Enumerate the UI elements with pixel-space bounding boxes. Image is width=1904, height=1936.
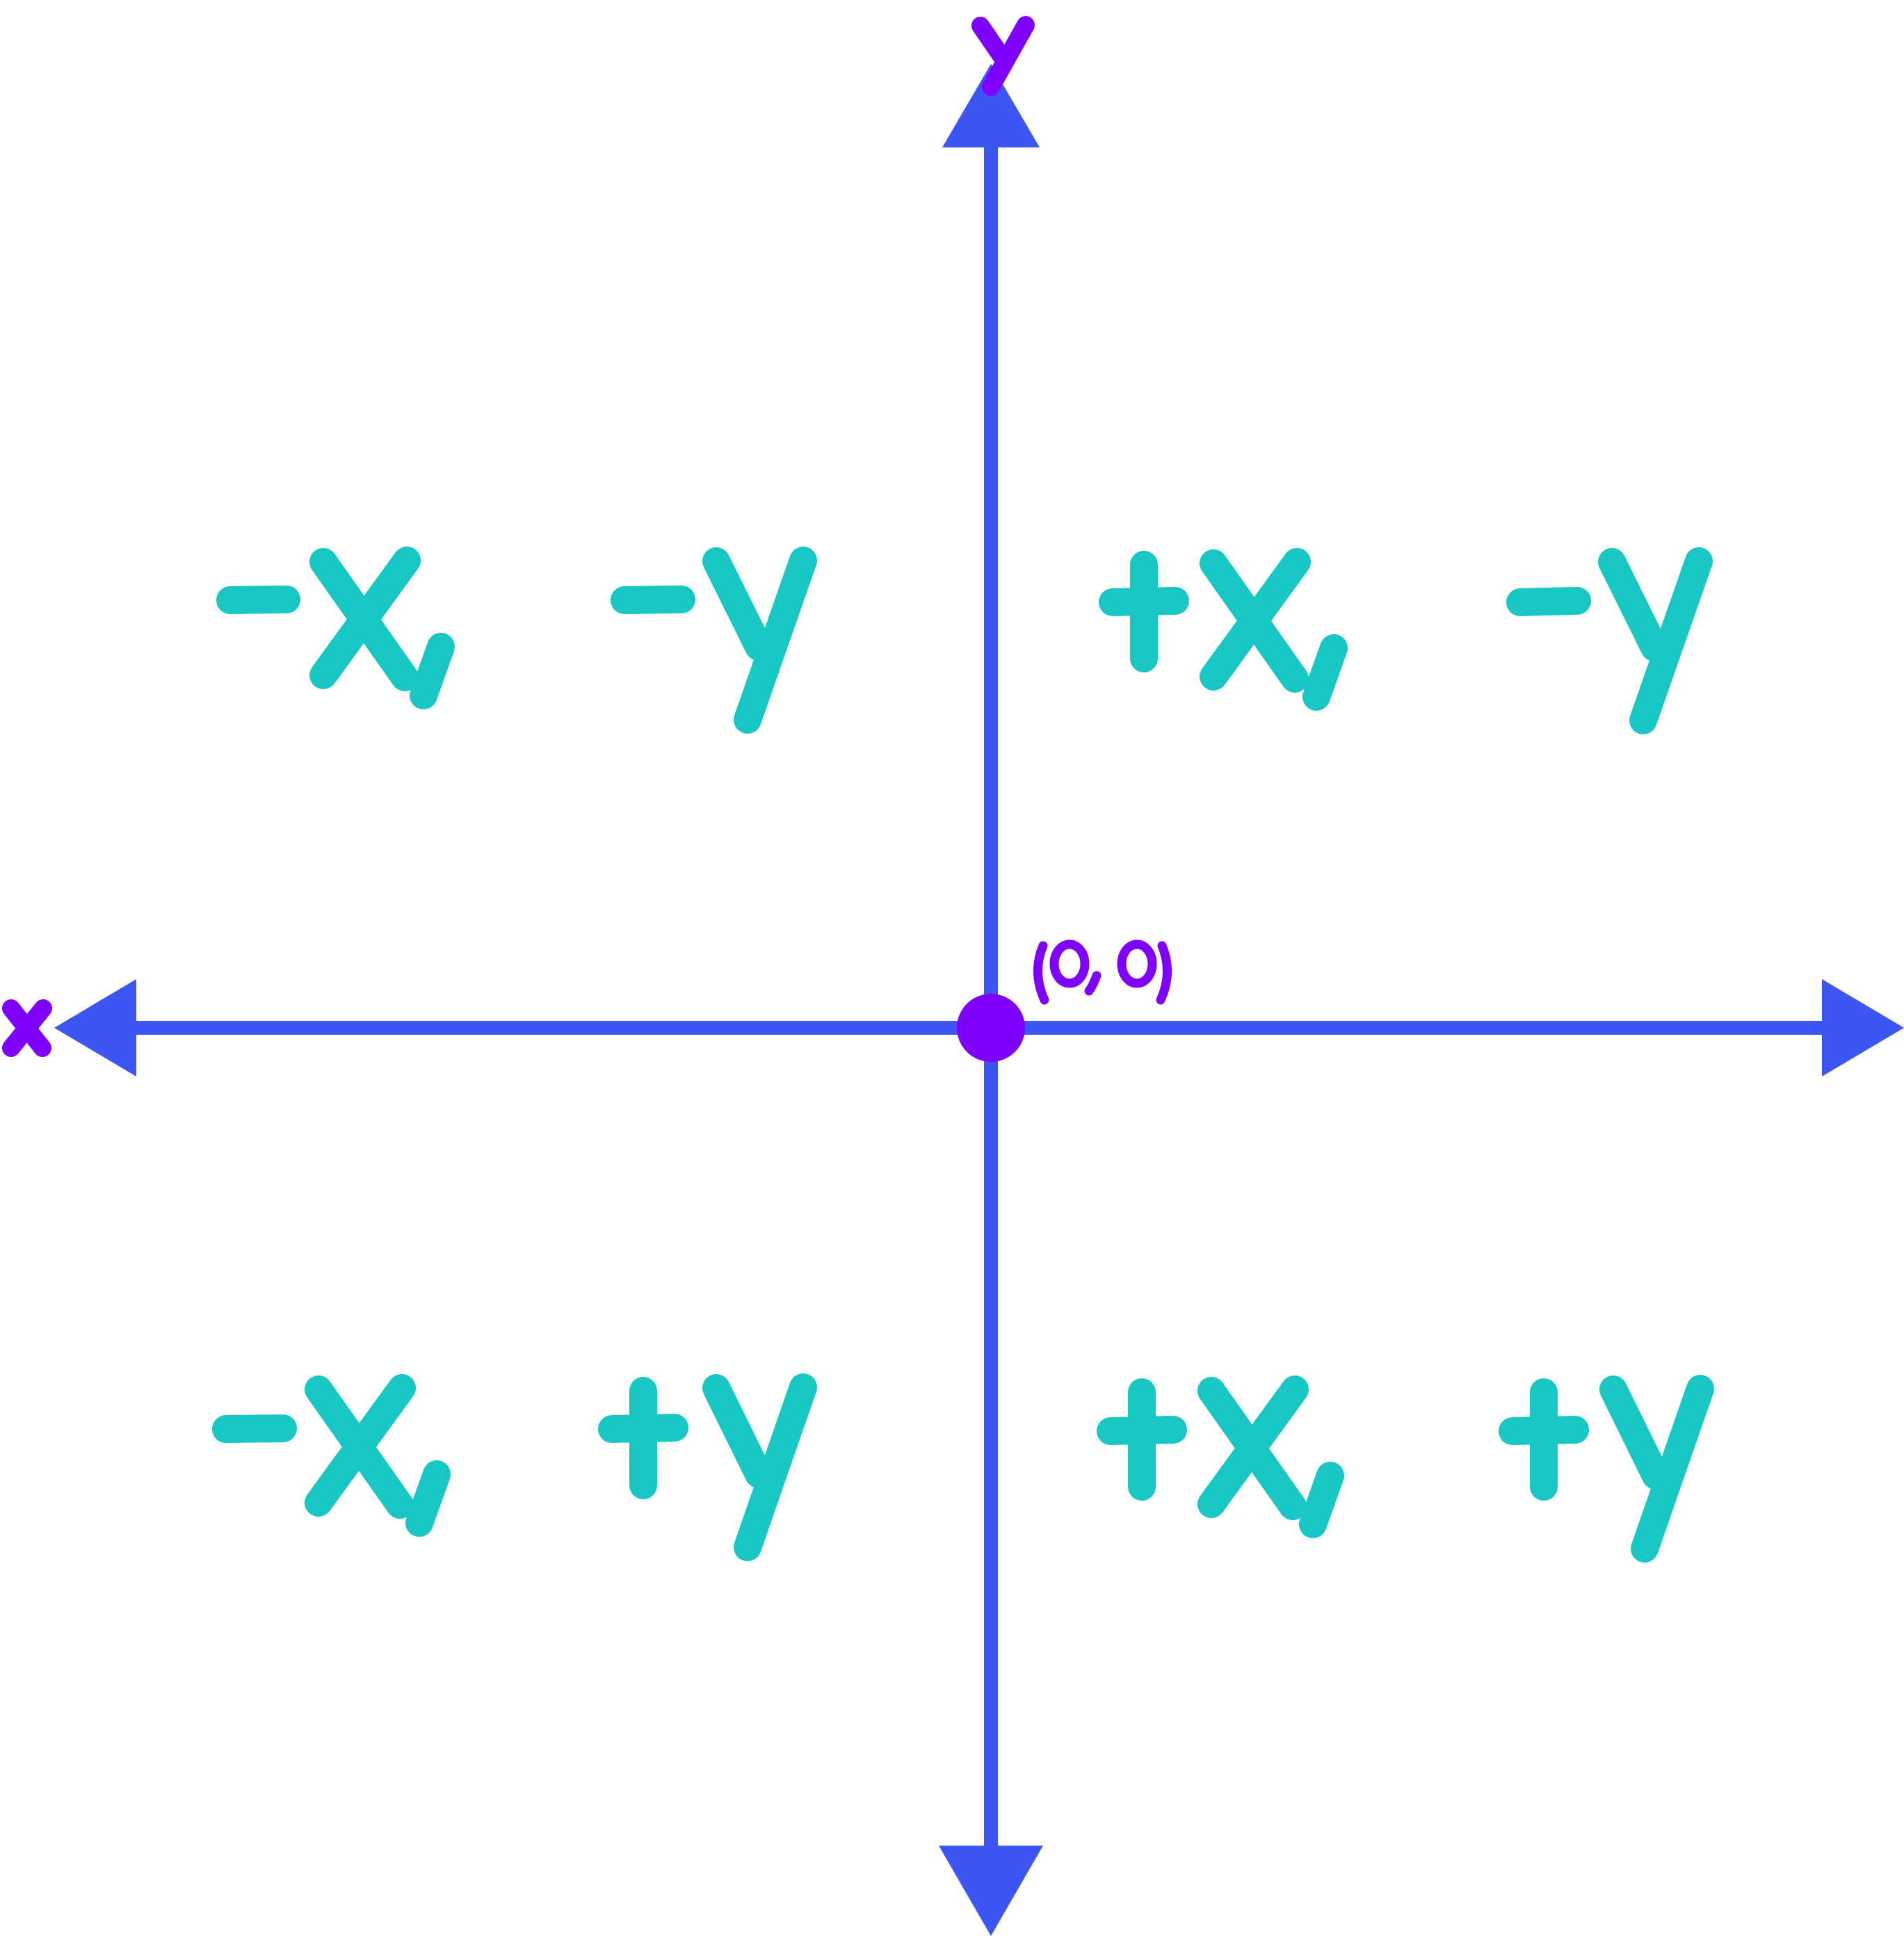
y-axis-label: y <box>960 6 992 70</box>
x-axis-label: x <box>4 990 36 1054</box>
x-axis <box>54 979 1904 1076</box>
x-axis-label-glyph <box>2 999 52 1057</box>
arrow-right-icon <box>1822 979 1904 1076</box>
quadrant-label-top-right-glyph <box>1099 547 1713 734</box>
origin-coordinate-label: (0, 0) <box>1038 932 1154 982</box>
y-axis-label-glyph <box>971 16 1035 96</box>
quadrant-label-bottom-left-glyph <box>212 1373 817 1561</box>
quadrant-label-bottom-right: +x, +y <box>1105 1380 1481 1505</box>
quadrant-label-top-left-glyph <box>216 547 817 734</box>
y-axis <box>939 64 1043 1936</box>
arrow-up-icon <box>942 64 1040 147</box>
origin-label-glyph <box>1033 939 1172 1005</box>
quadrant-label-bottom-left: -x, +y <box>218 1378 563 1503</box>
quadrant-label-bottom-right-glyph <box>1097 1375 1714 1563</box>
quadrant-label-top-right: +x, -y <box>1107 551 1451 676</box>
arrow-left-icon <box>54 979 136 1076</box>
arrow-down-icon <box>939 1846 1043 1936</box>
origin-dot-icon <box>957 994 1025 1062</box>
quadrant-label-top-left: -x, -y <box>223 549 535 675</box>
